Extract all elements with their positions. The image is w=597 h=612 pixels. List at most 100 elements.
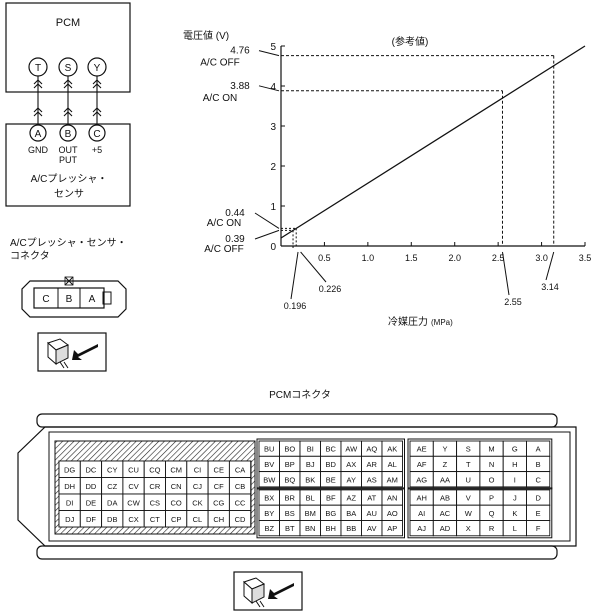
pin-label: AG — [416, 475, 427, 484]
pin-label: C — [535, 475, 541, 484]
pin-cell — [526, 520, 551, 537]
pin-label: DB — [107, 515, 117, 524]
pin-label: AA — [440, 475, 450, 484]
pin-label: CI — [194, 465, 202, 474]
pin-label: I — [514, 475, 516, 484]
x-annotation-value: 0.226 — [319, 284, 342, 294]
x-annotation-leader — [545, 251, 555, 281]
pin-label: BC — [326, 445, 337, 454]
y-annotation-value: 0.39 — [225, 234, 245, 245]
pcm-pin-label: T — [35, 63, 41, 74]
pin-label: CL — [193, 515, 203, 524]
pin-block-frame — [407, 487, 553, 539]
pin-label: N — [489, 460, 494, 469]
pin-label: CV — [128, 482, 138, 491]
y-annotation-value: 4.76 — [230, 46, 250, 57]
pin-label: AV — [367, 524, 376, 533]
pin-label: DH — [64, 482, 75, 491]
pin-label: BI — [307, 445, 314, 454]
pin-label: CQ — [149, 465, 160, 474]
pin-label: R — [489, 524, 495, 533]
pin-label: CJ — [193, 482, 202, 491]
pin-label: X — [466, 524, 471, 533]
pin-label: AP — [387, 524, 397, 533]
pin-label: BU — [264, 445, 274, 454]
pin-label: AB — [440, 494, 450, 503]
pin-label: AE — [417, 445, 427, 454]
pin-label: CT — [150, 515, 160, 524]
y-annotation-leader — [258, 85, 280, 92]
sensor-pin-b: B — [59, 124, 77, 142]
pin-label: DI — [66, 498, 74, 507]
pin-label: CD — [235, 515, 246, 524]
pin-label: AO — [387, 509, 398, 518]
pin-label: O — [489, 475, 495, 484]
sensor-title-line2: センサ — [54, 188, 84, 200]
y-annotation-label: A/C ON — [203, 93, 237, 104]
pin-label: CO — [171, 498, 182, 507]
pin-label: AN — [387, 494, 397, 503]
sensor-pin-c: C — [88, 124, 106, 142]
pin-label: Z — [443, 460, 448, 469]
y-annotation-leader — [254, 212, 280, 229]
pin-label: DD — [86, 482, 97, 491]
pin-label-5v: +5 — [92, 145, 102, 155]
pin-label: BF — [326, 494, 336, 503]
y-tick-label: 5 — [270, 42, 276, 53]
pin-label: DG — [64, 465, 75, 474]
pin-label: AK — [387, 445, 397, 454]
pin-label: BQ — [284, 475, 295, 484]
pcm-pin-y: Y — [87, 57, 107, 77]
y-tick-label: 1 — [270, 202, 276, 213]
pin-label: AS — [367, 475, 377, 484]
x-tick-label: 1.5 — [405, 253, 418, 263]
sensor-pin-label: B — [65, 129, 72, 140]
pin-label: BY — [264, 509, 274, 518]
pin-label: AZ — [346, 494, 356, 503]
pin-label: AL — [388, 460, 397, 469]
pin-label: CR — [149, 482, 160, 491]
x-annotation-value: 0.196 — [284, 301, 307, 311]
x-tick-label: 3.5 — [579, 253, 592, 263]
pcm-connector-title: PCMコネクタ — [269, 389, 331, 401]
pin-label: CZ — [107, 482, 117, 491]
pin-cell — [228, 510, 252, 528]
pin-label-gnd: GND — [28, 145, 49, 155]
view-direction-icon — [37, 332, 107, 372]
x-tick-label: 1.0 — [362, 253, 375, 263]
pin-label: AY — [347, 475, 356, 484]
pcm-pin-label: Y — [94, 63, 101, 74]
pin-label: BV — [264, 460, 274, 469]
sensor-pin-a: A — [29, 124, 47, 142]
sensor-connector-pin: A — [89, 294, 96, 305]
pin-label: T — [466, 460, 471, 469]
pin-label: DC — [86, 465, 97, 474]
pcm-title: PCM — [56, 17, 80, 29]
pin-label: Q — [489, 509, 495, 518]
pin-label: AH — [416, 494, 426, 503]
pcm-pin-t: T — [28, 57, 48, 77]
pin-label: CM — [170, 465, 182, 474]
x-tick-label: 2.0 — [448, 253, 461, 263]
pin-label: BN — [305, 524, 315, 533]
pin-block-frame — [256, 438, 405, 490]
x-tick-label: 2.5 — [492, 253, 505, 263]
pin-label: BJ — [306, 460, 315, 469]
pin-cell — [381, 520, 403, 537]
pin-label: BH — [326, 524, 336, 533]
pin-label: BS — [285, 509, 295, 518]
x-annotation-value: 2.55 — [504, 297, 522, 307]
y-tick-label: 3 — [270, 122, 276, 133]
pin-label: G — [512, 445, 518, 454]
pin-label: K — [512, 509, 517, 518]
pin-label: M — [488, 445, 494, 454]
pin-block-frame — [256, 487, 405, 539]
pin-label: AD — [440, 524, 451, 533]
pin-label: V — [466, 494, 471, 503]
